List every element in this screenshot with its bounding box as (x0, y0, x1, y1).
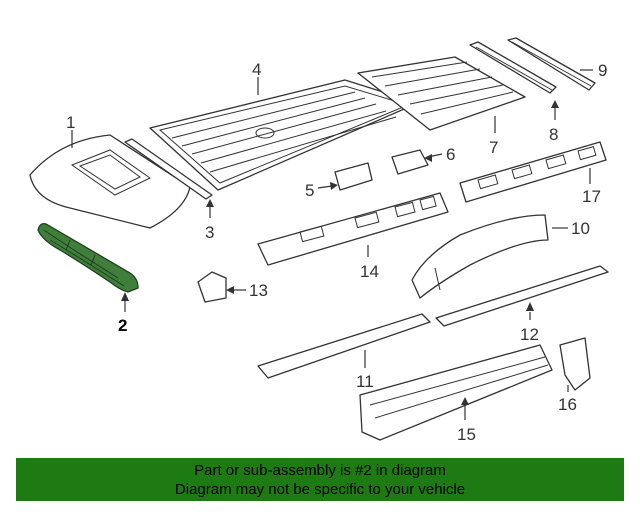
part-12-molding (435, 265, 609, 327)
banner-line-1: Part or sub-assembly is #2 in diagram (194, 462, 446, 479)
part-4-roof-panel (149, 77, 419, 191)
parts-diagram: 4 7 8 9 1 3 2 5 6 14 17 10 13 12 11 15 1… (29, 37, 609, 444)
callout-14: 14 (360, 262, 379, 281)
part-1-roof-sunroof (29, 130, 191, 229)
part-13-bracket (197, 271, 246, 303)
part-8-rail (469, 41, 559, 120)
part-14-inner-rail (257, 192, 449, 266)
part-3-side-rail (124, 138, 214, 218)
callout-1: 1 (66, 113, 75, 132)
callout-9: 9 (598, 61, 607, 80)
callout-2: 2 (118, 316, 127, 335)
callout-8: 8 (549, 125, 558, 144)
callout-7: 7 (489, 138, 498, 157)
banner-line-2: Diagram may not be specific to your vehi… (174, 481, 466, 498)
part-9-header (507, 37, 596, 91)
part-2-windshield-header (37, 222, 139, 312)
callout-11: 11 (356, 372, 374, 391)
part-7-rear-roof-panel (357, 56, 526, 133)
part-10-quarter-panel (411, 214, 568, 299)
callout-4: 4 (252, 60, 261, 79)
part-5-bracket (317, 162, 373, 191)
callout-15: 15 (457, 425, 476, 444)
part-6-bracket (391, 149, 443, 175)
part-16-pillar (559, 337, 591, 392)
callout-17: 17 (582, 187, 601, 206)
callout-3: 3 (205, 223, 214, 242)
callout-10: 10 (571, 219, 590, 238)
part-15-rocker (359, 344, 553, 441)
callout-13: 13 (249, 281, 268, 300)
part-11-sill (257, 313, 431, 379)
part-17-rear-inner-rail (459, 141, 607, 203)
fitment-banner: Part or sub-assembly is #2 in diagram Di… (16, 458, 624, 501)
callout-6: 6 (446, 145, 455, 164)
callout-5: 5 (305, 181, 314, 200)
callout-12: 12 (520, 325, 539, 344)
callout-16: 16 (558, 395, 577, 414)
